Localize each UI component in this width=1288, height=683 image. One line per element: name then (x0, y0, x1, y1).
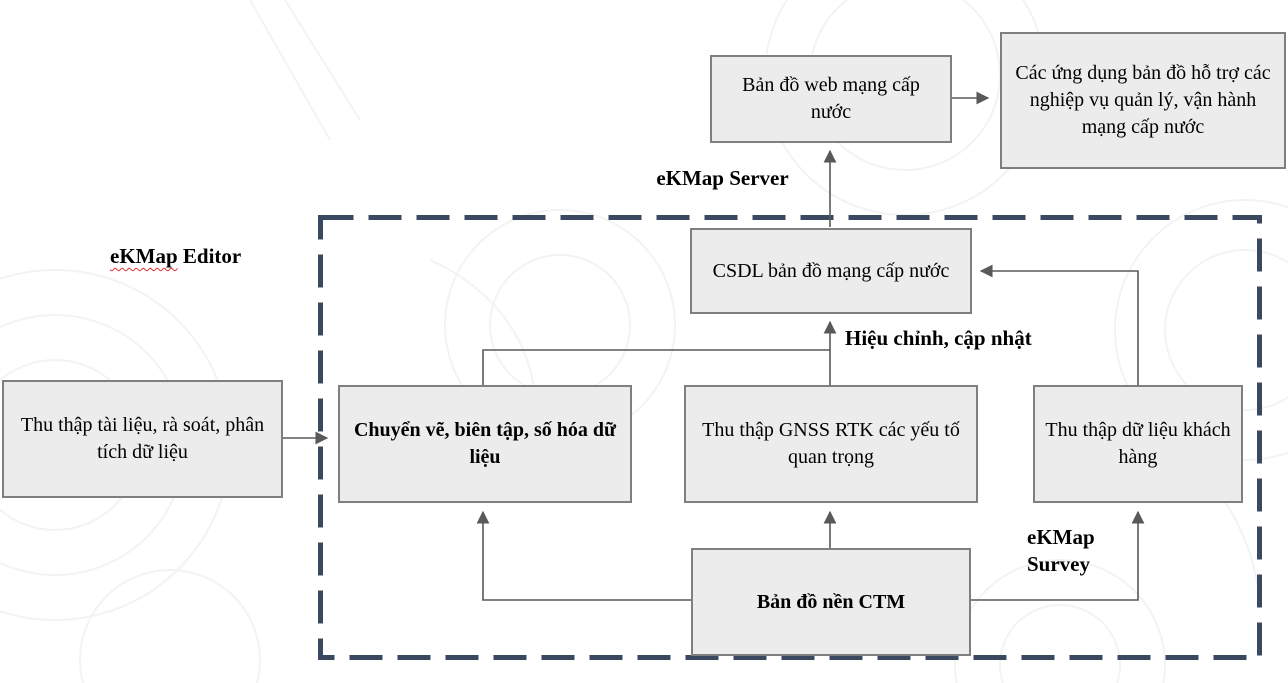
label-ekmap-survey-text: eKMap Survey (1027, 525, 1095, 577)
node-digitize-edit: Chuyển vẽ, biên tập, số hóa dữ liệu (338, 385, 632, 503)
label-ekmap-server: eKMap Server (640, 166, 805, 191)
node-ctm-basemap: Bản đồ nền CTM (691, 548, 971, 656)
label-ekmap-editor: eKMap Editor (110, 244, 241, 269)
node-collect-documents-label: Thu thập tài liệu, rà soát, phân tích dữ… (20, 414, 265, 463)
node-digitize-edit-label: Chuyển vẽ, biên tập, số hóa dữ liệu (353, 419, 617, 468)
node-gnss-rtk-survey-label: Thu thập GNSS RTK các yếu tố quan trọng (702, 419, 960, 468)
node-web-map: Bản đồ web mạng cấp nước (710, 55, 952, 143)
label-update-adjust-text: Hiệu chỉnh, cập nhật (845, 326, 1032, 350)
node-web-map-label: Bản đồ web mạng cấp nước (742, 74, 920, 123)
node-csdl-database: CSDL bản đồ mạng cấp nước (690, 228, 972, 314)
label-ekmap-editor-word: eKMap (110, 244, 178, 268)
node-gnss-rtk-survey: Thu thập GNSS RTK các yếu tố quan trọng (684, 385, 978, 503)
node-ctm-basemap-label: Bản đồ nền CTM (756, 590, 906, 613)
dashed-frame (318, 215, 1262, 660)
node-customer-data-label: Thu thập dữ liệu khách hàng (1045, 419, 1231, 468)
label-ekmap-server-text: eKMap Server (656, 166, 789, 190)
node-map-applications: Các ứng dụng bản đồ hỗ trợ các nghiệp vụ… (1000, 32, 1286, 169)
node-csdl-database-label: CSDL bản đồ mạng cấp nước (712, 259, 950, 282)
node-customer-data: Thu thập dữ liệu khách hàng (1033, 385, 1243, 503)
label-update-adjust: Hiệu chỉnh, cập nhật (845, 326, 1032, 351)
label-ekmap-survey: eKMap Survey (1027, 524, 1115, 579)
label-ekmap-editor-rest: Editor (177, 244, 242, 268)
node-map-applications-label: Các ứng dụng bản đồ hỗ trợ các nghiệp vụ… (1015, 62, 1271, 138)
node-collect-documents: Thu thập tài liệu, rà soát, phân tích dữ… (2, 380, 283, 498)
